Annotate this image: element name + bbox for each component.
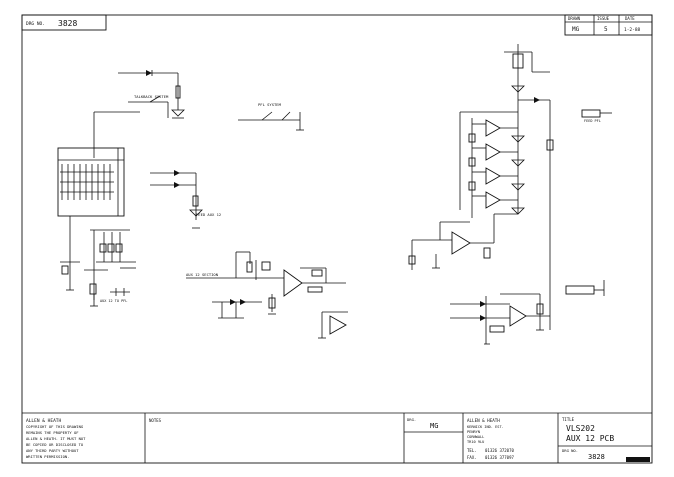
sheet-border	[21, 14, 653, 464]
drg-number-box-top: DRG NO. 3828	[21, 14, 107, 31]
title-line-1: VLS202	[566, 424, 595, 433]
drg-no-label-top: DRG NO.	[26, 21, 45, 27]
revision-box: DRAWN ISSUE DATE MG 5 1-2-88	[564, 14, 653, 36]
issue-label: ISSUE	[597, 16, 610, 21]
address-line-4: CORNWALL	[467, 435, 484, 439]
tel-label: TEL.	[467, 448, 477, 453]
connector-right-top	[581, 109, 601, 118]
notes-label: NOTES	[149, 418, 162, 423]
buffer-opamp	[329, 315, 347, 335]
drg-no-bottom: 3828	[588, 453, 605, 461]
copyright-line-2: REMAINS THE PROPERTY OF	[26, 430, 79, 435]
issue-value: 5	[604, 26, 608, 33]
fax-label: FAX.	[467, 455, 477, 460]
connector-block	[57, 147, 125, 217]
date-label: DATE	[625, 16, 635, 21]
comparator-ladder	[468, 118, 525, 218]
drg-value: MG	[430, 422, 438, 430]
fax-value: 01326 377097	[485, 455, 514, 460]
address-line-1: ALLEN & HEATH	[467, 418, 500, 423]
title-line-2: AUX 12 PCB	[566, 434, 614, 443]
mix-opamp	[451, 231, 471, 255]
company-name: ALLEN & HEATH	[26, 418, 62, 424]
pfl-system-label: PFL SYSTEM	[258, 102, 282, 107]
copyright-line-1: COPYRIGHT OF THIS DRAWING	[26, 424, 84, 429]
pfl-opamp	[509, 305, 527, 327]
circuit-mid-left: FEED AUX 12 PFL SYSTEM	[150, 102, 304, 229]
copyright-line-6: WRITTEN PERMISSION.	[26, 454, 69, 459]
connector-right-bottom	[565, 285, 595, 295]
aux-opamp	[283, 269, 303, 297]
address-line-5: TR10 9LU	[467, 440, 484, 444]
talkback-system-label: TALKBACK SYSTEM	[134, 94, 169, 99]
connector-pins	[60, 164, 114, 200]
date-value: 1-2-88	[624, 27, 641, 33]
feed-pfl-label: FEED PFL	[584, 119, 601, 123]
drawn-label: DRAWN	[568, 16, 581, 21]
drg-label: DRG.	[407, 417, 416, 422]
drg-no-top: 3828	[58, 19, 77, 28]
aux-section-label: AUX 12 SECTION	[186, 272, 219, 277]
tel-value: 01326 372070	[485, 448, 514, 453]
copyright-line-3: ALLEN & HEATH. IT MUST NOT	[26, 436, 86, 441]
title-block: ALLEN & HEATH COPYRIGHT OF THIS DRAWING …	[22, 412, 652, 463]
circuit-right: FEED PFL	[408, 44, 612, 345]
feed-aux-label: FEED AUX 12	[196, 212, 221, 217]
circuit-left: TALKBACK SYSTEM	[57, 70, 185, 307]
drg-no-label-bottom: DRG NO.	[562, 448, 578, 453]
circuit-mid: AUX 12 SECTION	[186, 251, 348, 339]
drawn-value: MG	[572, 26, 580, 33]
logo-stamp	[626, 457, 650, 462]
address-line-2: KERNICK IND. EST.	[467, 425, 504, 429]
copyright-line-4: BE COPIED OR DISCLOSED TO	[26, 442, 84, 447]
address-line-3: PENRYN	[467, 430, 480, 434]
copyright-line-5: ANY THIRD PARTY WITHOUT	[26, 448, 79, 453]
aux-to-pfl-label: AUX 12 TO PFL	[100, 299, 127, 303]
title-label: TITLE	[562, 417, 575, 422]
